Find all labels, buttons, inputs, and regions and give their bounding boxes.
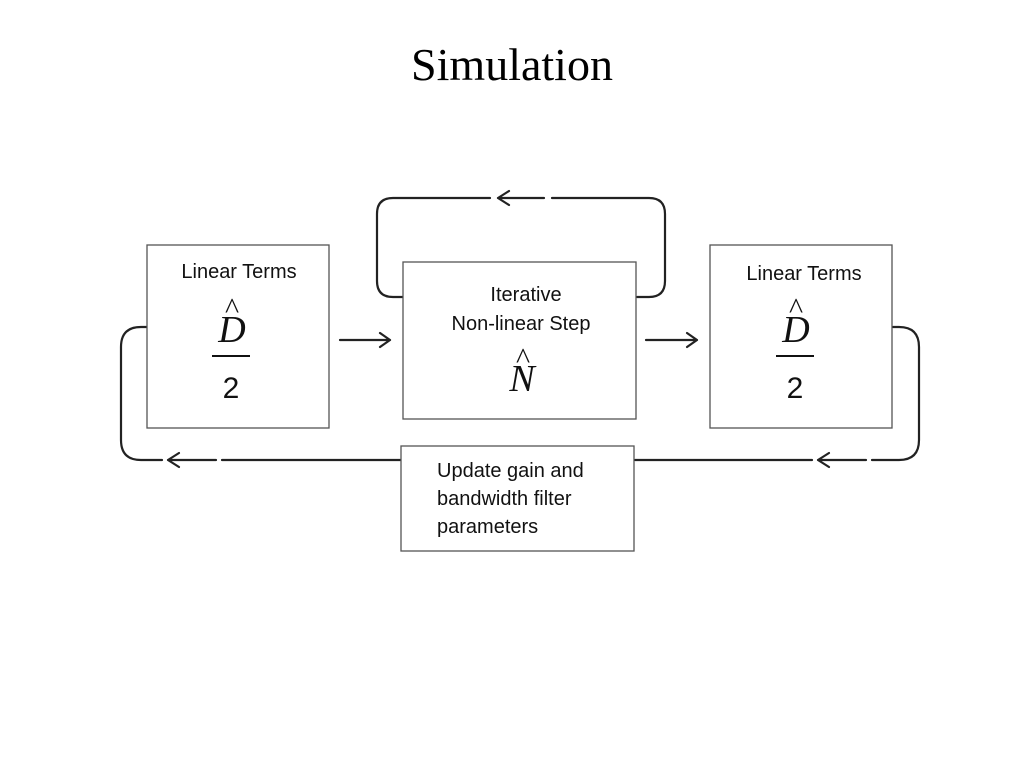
linear-terms-label: Linear Terms [181, 261, 296, 283]
update-line-3: parameters [437, 516, 538, 538]
hat-accent: ^ [789, 292, 803, 325]
denominator: 2 [787, 372, 804, 405]
hat-accent: ^ [225, 292, 239, 325]
arrow-left-to-center [338, 331, 392, 349]
n-hat-symbol: N [508, 358, 537, 400]
hat-accent: ^ [516, 342, 530, 375]
linear-terms-box-left: Linear Terms ^ D 2 [146, 244, 330, 429]
update-line-1: Update gain and [437, 460, 584, 482]
right-return-arrow [816, 451, 868, 469]
linear-terms-box-right: Linear Terms ^ D 2 [709, 244, 893, 429]
linear-terms-label: Linear Terms [746, 263, 861, 285]
update-line-2: bandwidth filter [437, 488, 572, 510]
left-return-arrow [166, 451, 218, 469]
denominator: 2 [223, 372, 240, 405]
update-parameters-box: Update gain and bandwidth filter paramet… [400, 445, 635, 552]
iterative-label: Iterative [490, 284, 561, 306]
arrow-center-to-right [644, 331, 699, 349]
bottom-return-loop [119, 325, 921, 469]
iterative-nonlinear-box: Iterative Non-linear Step ^ N [402, 261, 637, 420]
d-hat-symbol: D [217, 309, 245, 351]
slide-title: Simulation [411, 39, 613, 90]
nonlinear-step-label: Non-linear Step [452, 313, 591, 335]
top-feedback-loop [375, 189, 667, 299]
top-loop-arrow [496, 189, 546, 207]
d-hat-symbol: D [781, 309, 809, 351]
